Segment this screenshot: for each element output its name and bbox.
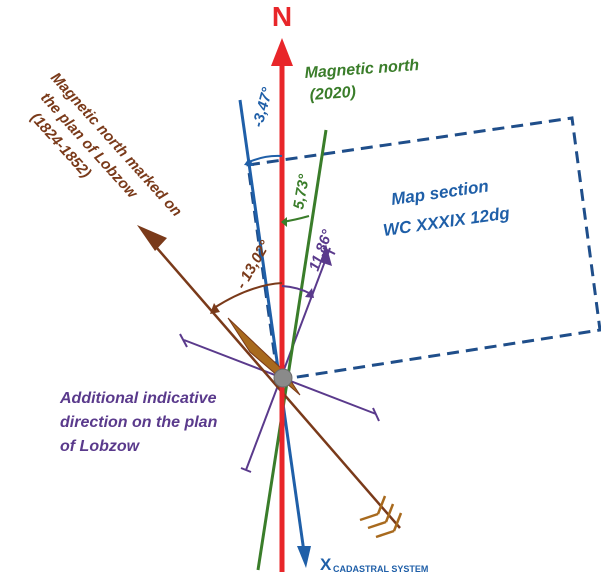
magnetic-north-2020-line xyxy=(256,129,328,571)
north-arrowhead xyxy=(271,38,293,66)
cadastral-axis-label-sub: CADASTRAL SYSTEM xyxy=(333,564,428,574)
cadastral-axis-line xyxy=(238,99,306,553)
center-point xyxy=(273,368,293,388)
magnetic-north-2020-label: Magnetic north (2020) xyxy=(304,57,420,104)
additional-angle-arc-head xyxy=(305,288,314,298)
map-section-rectangle xyxy=(246,116,601,382)
map-section-label: Map section WC XXXIX 12dg xyxy=(382,176,512,239)
cadastral-axis-label: X CADASTRAL SYSTEM xyxy=(320,555,428,574)
lobzow-arrowhead xyxy=(137,225,167,251)
lobzow-angle-arc-head xyxy=(210,303,220,314)
magnetic-2020-angle-arc-head xyxy=(281,217,287,227)
cadastral-angle-arc-head xyxy=(244,158,254,166)
lobzow-line xyxy=(149,239,401,529)
cadastral-axis-label-main: X xyxy=(320,555,332,574)
lobzow-fletching xyxy=(359,495,403,539)
magnetic-2020-angle-label: 5,73° xyxy=(290,172,313,211)
magnetic-north-2020-line2: (2020) xyxy=(309,84,356,104)
additional-angle-arc xyxy=(281,285,312,295)
lobzow-angle-arc xyxy=(213,282,283,309)
cadastral-axis-arrowhead xyxy=(297,546,311,568)
additional-label-line3: of Lobzow xyxy=(60,438,141,455)
cadastral-angle-arc xyxy=(248,154,283,163)
additional-direction-label: Additional indicative direction on the p… xyxy=(59,390,218,455)
additional-direction-arrowhead xyxy=(320,244,332,266)
lobzow-angle-label: - 13,02° xyxy=(233,237,275,292)
north-label: N xyxy=(272,1,292,32)
map-section-line2: WC XXXIX 12dg xyxy=(382,203,512,240)
cadastral-angle-label: -3,47° xyxy=(249,85,276,129)
additional-label-line2: direction on the plan xyxy=(60,414,218,431)
lobzow-magnetic-north-label: Magnetic north marked on the plan of Lob… xyxy=(27,69,185,220)
magnetic-north-2020-line1: Magnetic north xyxy=(304,57,420,82)
additional-label-line1: Additional indicative xyxy=(59,390,217,407)
map-section-line1: Map section xyxy=(390,176,490,208)
